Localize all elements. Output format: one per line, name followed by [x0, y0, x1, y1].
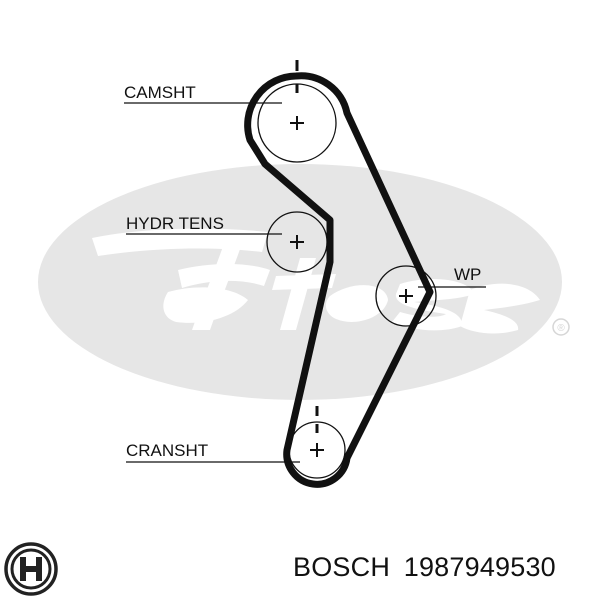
- crankshaft-label: CRANSHT: [126, 441, 208, 460]
- gates-watermark-logo: ®: [38, 164, 570, 400]
- tensioner-pulley: [266, 211, 328, 273]
- camshaft-label: CAMSHT: [124, 83, 196, 102]
- water-pump-label: WP: [454, 265, 481, 284]
- water-pump-pulley: [375, 265, 437, 327]
- svg-text:®: ®: [557, 323, 565, 334]
- part-number: 1987949530: [403, 552, 556, 582]
- crankshaft-pulley: [288, 406, 346, 479]
- brand-name: BOSCH: [293, 552, 391, 582]
- bosch-logo-icon: [4, 542, 58, 596]
- camshaft-pulley: [257, 60, 337, 163]
- product-caption: BOSCH 1987949530: [293, 552, 556, 583]
- registered-mark-icon: ®: [552, 318, 570, 336]
- tensioner-label: HYDR TENS: [126, 214, 224, 233]
